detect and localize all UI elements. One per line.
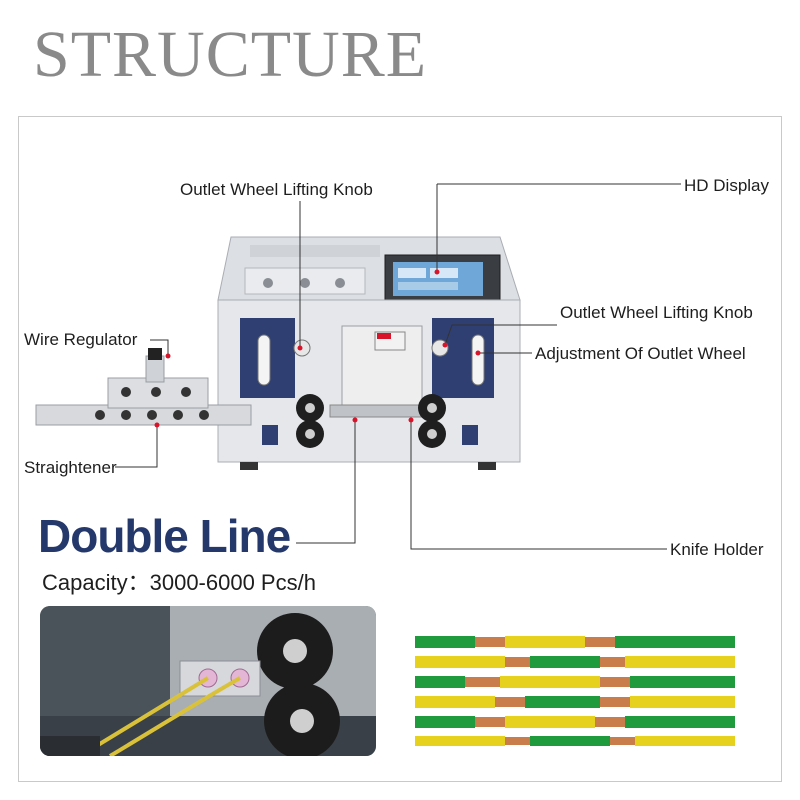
promo-title: Double Line: [38, 510, 291, 562]
label-outlet-wheel-knob-right: Outlet Wheel Lifting Knob: [560, 303, 753, 322]
page-title: STRUCTURE: [33, 18, 428, 91]
content-frame: [18, 116, 782, 782]
feed-roller-icon: [296, 394, 446, 448]
capacity-value: 3000-6000 Pcs/h: [149, 570, 316, 595]
label-outlet-wheel-knob-top: Outlet Wheel Lifting Knob: [180, 180, 373, 199]
label-adjustment-outlet-wheel: Adjustment Of Outlet Wheel: [535, 344, 746, 363]
label-wire-regulator: Wire Regulator: [24, 330, 138, 349]
capacity-label: Capacity：: [42, 570, 150, 595]
label-straightener: Straightener: [24, 458, 117, 477]
wire-feed-photo: [40, 606, 376, 756]
label-hd-display: HD Display: [684, 176, 770, 195]
stripped-wires-photo: [410, 606, 746, 756]
label-knife-holder: Knife Holder: [670, 540, 764, 559]
capacity-line: Capacity：3000-6000 Pcs/h: [42, 572, 316, 594]
display-screen-icon: [384, 254, 501, 306]
